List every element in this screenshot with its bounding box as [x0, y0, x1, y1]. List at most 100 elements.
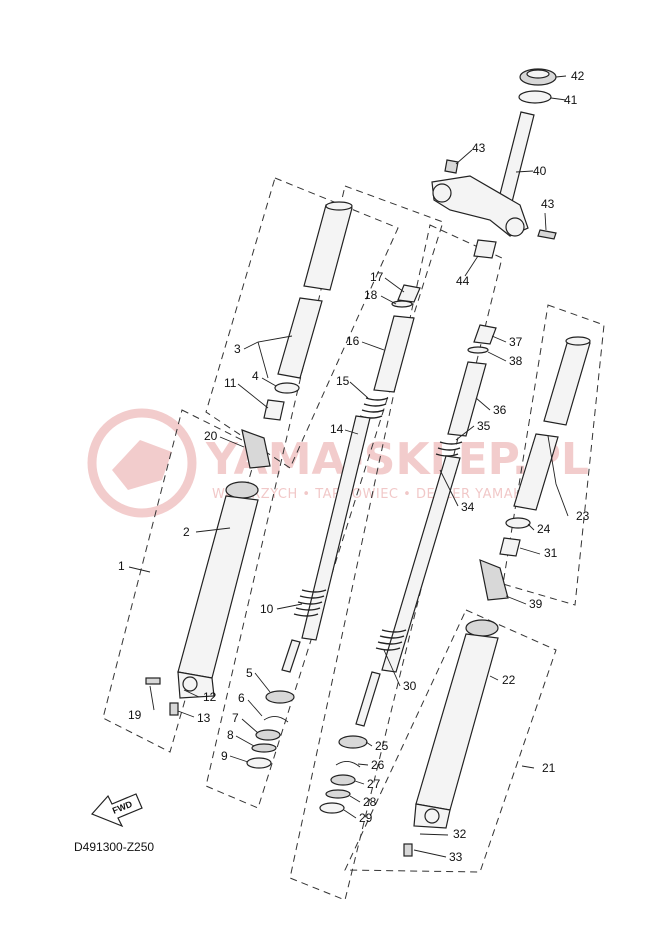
part-44-clamp — [473, 239, 497, 259]
part-3-outer-tube — [303, 204, 353, 291]
part-40-bracket — [431, 175, 529, 237]
part-26-clip — [335, 761, 361, 768]
callout-37: 37 — [509, 335, 523, 349]
callout-23: 23 — [576, 509, 590, 523]
callout-8: 8 — [227, 728, 234, 742]
callout-31: 31 — [544, 546, 558, 560]
callout-19: 19 — [128, 708, 142, 722]
part-33-bolt — [403, 843, 413, 857]
callout-6: 6 — [238, 691, 245, 705]
callout-38: 38 — [509, 354, 523, 368]
part-36-spacer — [447, 361, 487, 437]
part-14-damper-rod — [301, 415, 371, 641]
left-upper-parts — [263, 201, 353, 421]
leader-lines — [128, 75, 569, 858]
left-upper-group — [205, 177, 399, 469]
part-38-o-ring — [467, 346, 489, 354]
callout-16: 16 — [346, 334, 360, 348]
part-39-guard — [479, 559, 509, 601]
part-16-spacer — [373, 315, 415, 393]
part-13-bolt — [169, 702, 179, 716]
callout-15: 15 — [336, 374, 350, 388]
right-lower-group — [344, 609, 557, 873]
part-25-seal — [338, 735, 368, 749]
callouts: 42 41 40 43 43 44 17 18 16 15 14 3 4 11 … — [118, 69, 590, 864]
callout-43-top: 43 — [472, 141, 486, 155]
callout-14: 14 — [330, 422, 344, 436]
callout-22: 22 — [502, 673, 516, 687]
callout-9: 9 — [221, 749, 228, 763]
part-4-bushing — [274, 382, 300, 394]
part-27-seal — [330, 774, 356, 786]
right-upper-parts — [499, 336, 591, 557]
callout-5: 5 — [246, 666, 253, 680]
part-29-bushing — [319, 802, 345, 814]
part-2-outer-slider — [177, 495, 259, 679]
part-2-seal-top — [225, 481, 259, 499]
part-24-bushing — [505, 517, 531, 529]
part-3-lower-tube — [277, 297, 323, 379]
part-22-seal-top — [465, 619, 499, 637]
damper-rod-right — [319, 324, 497, 814]
callout-29: 29 — [359, 811, 373, 825]
left-lower-group — [102, 409, 259, 753]
callout-12: 12 — [203, 690, 217, 704]
callout-1: 1 — [118, 559, 125, 573]
part-23-lower-tube — [513, 433, 559, 511]
damper-rod-left — [246, 284, 421, 769]
callout-36: 36 — [493, 403, 507, 417]
part-8-washer — [251, 743, 277, 753]
callout-2: 2 — [183, 525, 190, 539]
part-6-clip — [263, 716, 289, 723]
part-5-seal — [265, 690, 295, 704]
part-23-outer-tube — [543, 339, 591, 426]
part-19-bolt — [145, 677, 161, 685]
callout-25: 25 — [375, 739, 389, 753]
callout-42: 42 — [571, 69, 585, 83]
callout-27: 27 — [367, 777, 381, 791]
callout-10: 10 — [260, 602, 274, 616]
part-41-washer — [518, 90, 552, 104]
callout-32: 32 — [453, 827, 467, 841]
callout-4: 4 — [252, 369, 259, 383]
callout-24: 24 — [537, 522, 551, 536]
callout-33: 33 — [449, 850, 463, 864]
part-34-damper-rod — [381, 455, 461, 673]
callout-43-side: 43 — [541, 197, 555, 211]
right-slider — [403, 559, 509, 857]
part-7-seal — [255, 729, 281, 741]
part-9-bushing — [246, 757, 272, 769]
group-boundaries — [102, 177, 605, 901]
part-31-bushing — [499, 537, 521, 557]
callout-18: 18 — [364, 288, 378, 302]
fwd-arrow-icon: FWD — [90, 793, 143, 828]
part-37-cap-bolt — [473, 324, 497, 345]
part-28-washer — [325, 789, 351, 799]
part-17-cap-bolt — [397, 284, 421, 303]
part-30-spring — [375, 629, 407, 651]
part-18-o-ring — [391, 300, 413, 308]
callout-28: 28 — [363, 795, 377, 809]
callout-20: 20 — [204, 429, 218, 443]
callout-44: 44 — [456, 274, 470, 288]
watermark-logo-icon — [87, 408, 197, 518]
callout-17: 17 — [370, 270, 384, 284]
callout-30: 30 — [403, 679, 417, 693]
part-22-outer-slider — [415, 633, 499, 811]
callout-7: 7 — [232, 711, 239, 725]
diagram-reference-code: D491300-Z250 — [74, 840, 154, 854]
part-15-washer-spring — [359, 397, 389, 419]
part-43-bolt-side — [537, 229, 557, 240]
callout-11: 11 — [224, 376, 237, 390]
steering-stem-assembly — [431, 68, 557, 259]
part-20-guard — [241, 429, 271, 469]
callout-34: 34 — [461, 500, 475, 514]
part-43-bolt-top — [444, 159, 459, 174]
part-10-rebound-spring — [293, 589, 327, 617]
callout-26: 26 — [371, 758, 385, 772]
callout-40: 40 — [533, 164, 547, 178]
callout-41: 41 — [564, 93, 578, 107]
part-11-bushing — [263, 399, 285, 421]
callout-21: 21 — [542, 761, 556, 775]
